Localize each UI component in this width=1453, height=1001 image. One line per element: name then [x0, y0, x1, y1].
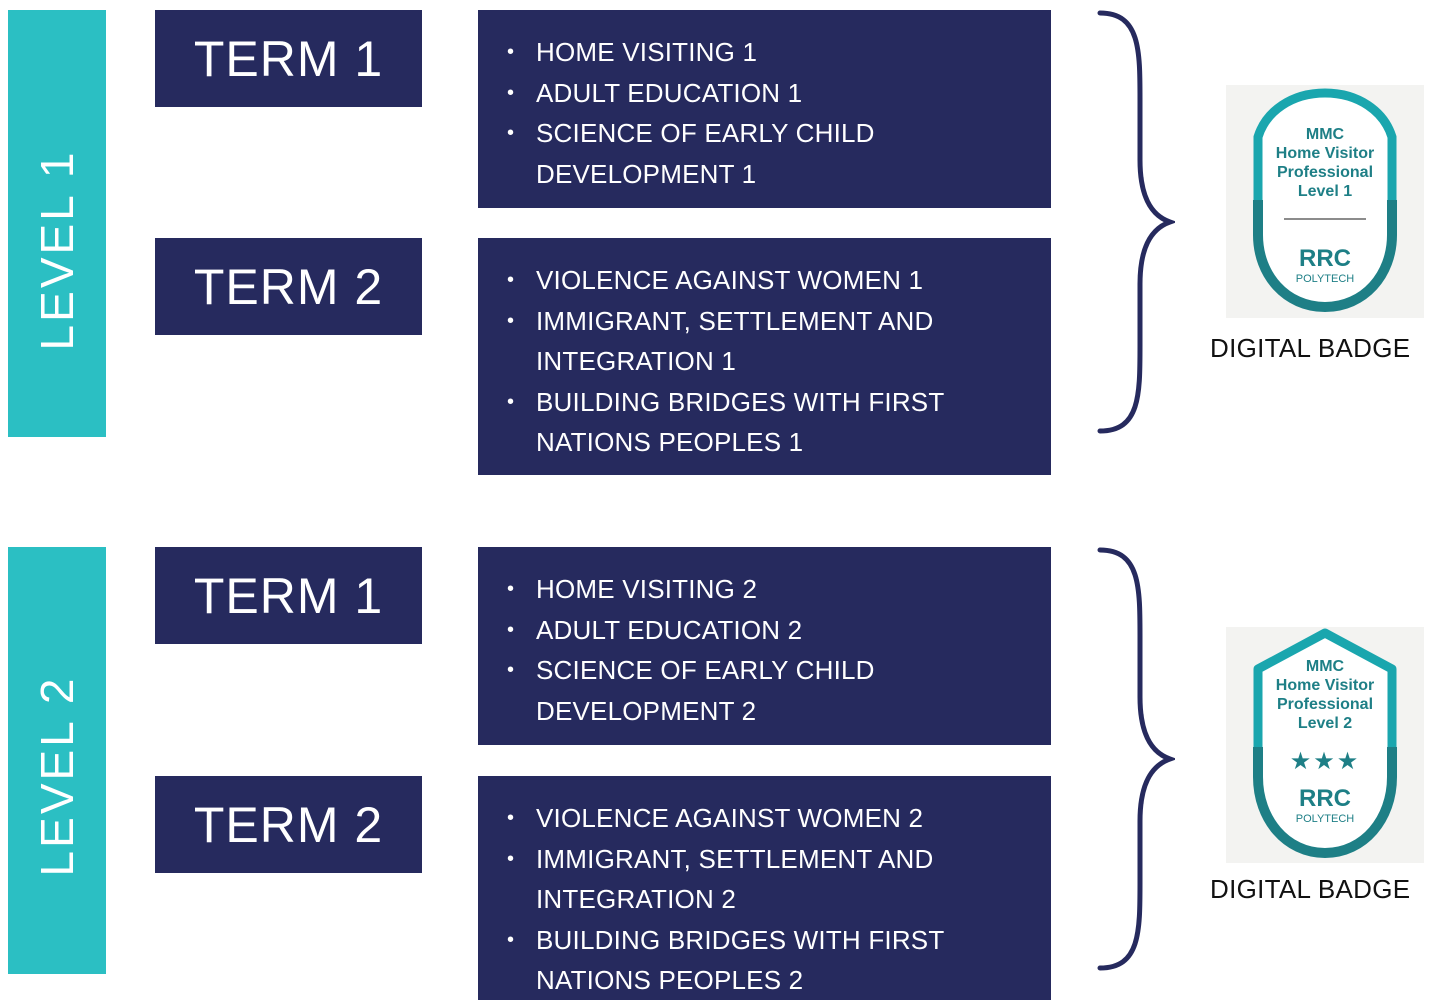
level-2-label: LEVEL 2 — [31, 675, 83, 877]
course-item: BUILDING BRIDGES WITH FIRST NATIONS PEOP… — [507, 920, 1031, 1001]
level-2-bar — [8, 547, 106, 974]
course-item: VIOLENCE AGAINST WOMEN 1 — [507, 260, 1031, 301]
course-item: ADULT EDUCATION 1 — [507, 73, 1031, 114]
badge-title: MMC Home Visitor Professional Level 2 — [1275, 658, 1375, 732]
badge-title: MMC Home Visitor Professional Level 1 — [1275, 126, 1375, 200]
level-2-term-1-courses: HOME VISITING 2 ADULT EDUCATION 2 SCIENC… — [478, 547, 1051, 745]
course-item: SCIENCE OF EARLY CHILD DEVELOPMENT 2 — [507, 650, 1031, 731]
level-2-brace — [1097, 547, 1175, 971]
level-1-term-2-box: TERM 2 — [155, 238, 422, 335]
badge-brand: RRC — [1299, 785, 1351, 812]
course-item: HOME VISITING 1 — [507, 32, 1031, 73]
course-item: ADULT EDUCATION 2 — [507, 610, 1031, 651]
level-2-term-1-box: TERM 1 — [155, 547, 422, 644]
level-1-label: LEVEL 1 — [31, 149, 83, 351]
course-item: SCIENCE OF EARLY CHILD DEVELOPMENT 1 — [507, 113, 1031, 194]
level-1-brace — [1097, 10, 1175, 434]
level-2-badge: MMC Home Visitor Professional Level 2 ★★… — [1226, 627, 1424, 863]
level-1-term-2-courses: VIOLENCE AGAINST WOMEN 1 IMMIGRANT, SETT… — [478, 238, 1051, 475]
course-item: IMMIGRANT, SETTLEMENT AND INTEGRATION 1 — [507, 301, 1031, 382]
level-1-term-1-box: TERM 1 — [155, 10, 422, 107]
level-1-term-1-courses: HOME VISITING 1 ADULT EDUCATION 1 SCIENC… — [478, 10, 1051, 208]
course-item: BUILDING BRIDGES WITH FIRST NATIONS PEOP… — [507, 382, 1031, 463]
level-2-badge-caption: DIGITAL BADGE — [1210, 874, 1411, 904]
course-item: IMMIGRANT, SETTLEMENT AND INTEGRATION 2 — [507, 839, 1031, 920]
level-1-badge: MMC Home Visitor Professional Level 1 RR… — [1226, 85, 1424, 318]
badge-shield-icon — [1253, 88, 1397, 313]
course-item: VIOLENCE AGAINST WOMEN 2 — [507, 798, 1031, 839]
badge-stars: ★★★ — [1289, 748, 1361, 775]
level-1-badge-caption: DIGITAL BADGE — [1210, 333, 1411, 363]
course-item: HOME VISITING 2 — [507, 569, 1031, 610]
badge-sub: POLYTECH — [1295, 273, 1355, 285]
badge-brand: RRC — [1299, 245, 1351, 272]
badge-sub: POLYTECH — [1295, 813, 1355, 825]
level-1-bar — [8, 10, 106, 437]
level-2-term-2-box: TERM 2 — [155, 776, 422, 873]
badge-shield-icon — [1253, 628, 1397, 859]
level-2-term-2-courses: VIOLENCE AGAINST WOMEN 2 IMMIGRANT, SETT… — [478, 776, 1051, 1000]
